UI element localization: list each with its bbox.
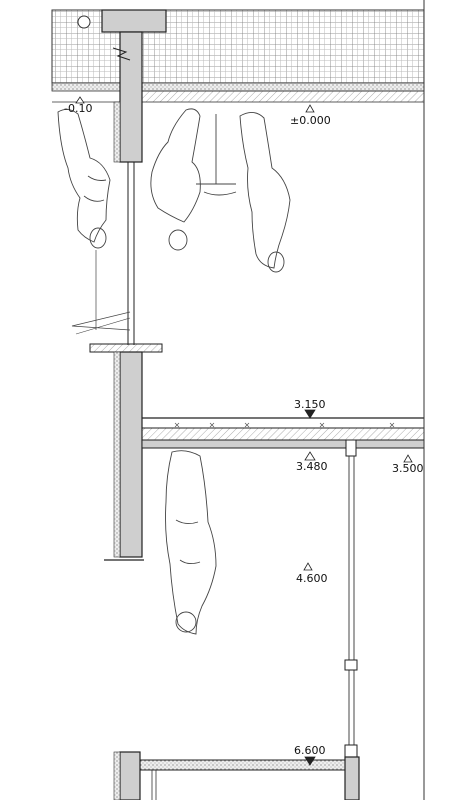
- figure-walking-upper: [150, 108, 237, 251]
- glazing-mullion: [344, 439, 358, 758]
- level-triangle-icon: [304, 756, 316, 766]
- level-label: -0.10: [64, 102, 92, 115]
- bottom-slab: [113, 751, 360, 801]
- level-triangle-icon: [75, 96, 85, 104]
- window-opening: [71, 162, 163, 353]
- level-label: 3.150: [294, 398, 326, 411]
- level-triangle-icon: [305, 104, 315, 113]
- figure-standing-upper: [239, 112, 291, 273]
- level-label: 3.500: [392, 462, 424, 475]
- level-triangle-icon: [403, 454, 413, 463]
- level-marker-3500: 3.500: [392, 454, 424, 475]
- lower-wall: [104, 351, 144, 561]
- level-triangle-icon: [303, 562, 313, 571]
- level-label: 6.600: [294, 744, 326, 757]
- drain-icon: [77, 15, 91, 29]
- break-line-icon: [112, 47, 131, 61]
- level-marker-3480: 3.480: [296, 451, 328, 473]
- level-label: 4.600: [296, 572, 328, 585]
- level-marker-4600: 4.600: [296, 562, 328, 585]
- level-triangle-icon: [304, 409, 316, 419]
- level-marker-0000: ±0.000: [290, 104, 331, 127]
- level-marker-6600: 6.600: [294, 744, 326, 766]
- level-marker-m0100: -0.10: [64, 96, 92, 115]
- figure-seated: [57, 109, 111, 249]
- figure-standing-lower: [165, 450, 217, 635]
- floor-slab: [141, 417, 425, 449]
- level-marker-3150: 3.150: [294, 398, 326, 419]
- level-label: 3.480: [296, 460, 328, 473]
- level-label: ±0.000: [290, 114, 331, 127]
- level-triangle-icon: [304, 451, 316, 461]
- upper-wall: [101, 9, 167, 163]
